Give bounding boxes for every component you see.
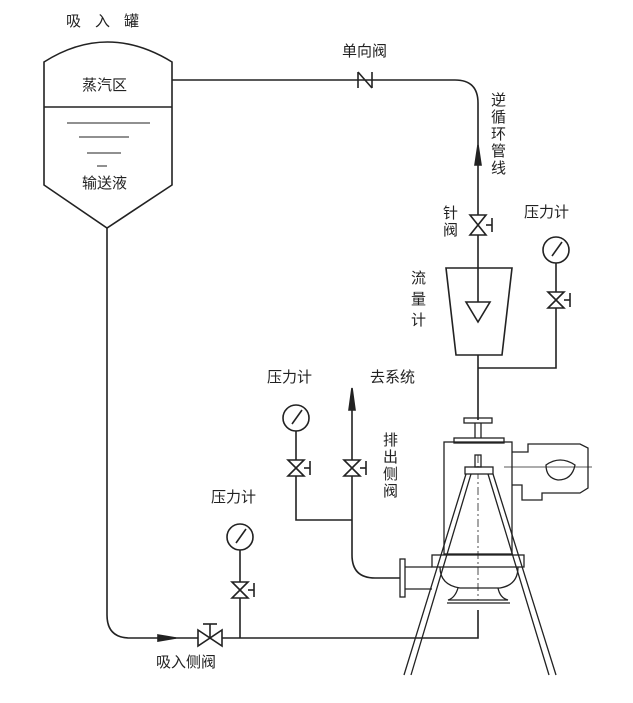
suction-valve: [197, 623, 223, 648]
discharge-valve: [342, 459, 367, 477]
label-needle-valve: 针阀: [441, 205, 459, 239]
check-valve: [357, 71, 373, 89]
gauge-valve-middle: [286, 459, 311, 477]
pump: [399, 417, 592, 676]
pressure-gauge-top: [542, 236, 570, 264]
label-pressure-gauge-top: 压力计: [524, 203, 570, 221]
label-pressure-gauge-middle: 压力计: [267, 368, 313, 386]
suction-pipe: [106, 228, 479, 639]
reverse-circulation-line: [172, 79, 479, 420]
label-check-valve: 单向阀: [342, 42, 388, 60]
pressure-gauge-middle: [282, 404, 310, 432]
reverse-flow-arrow: [474, 144, 482, 166]
label-vapor-zone: 蒸汽区: [82, 76, 128, 94]
label-pressure-gauge-left: 压力计: [211, 488, 257, 506]
label-discharge-valve: 排出侧阀: [381, 432, 399, 500]
flow-meter: [445, 267, 513, 356]
to-system-arrow: [348, 387, 356, 411]
discharge-pipe: [351, 395, 400, 579]
needle-valve: [468, 214, 493, 236]
label-conveyed-liquid: 输送液: [82, 174, 128, 192]
gauge-valve-top: [546, 291, 571, 309]
pressure-gauge-left: [226, 523, 254, 551]
label-reverse-circulation-line: 逆循环管线: [489, 92, 507, 177]
gauge-valve-left: [230, 581, 255, 599]
label-suction-tank: 吸入罐: [66, 12, 154, 30]
label-to-system: 去系统: [370, 368, 416, 386]
label-flow-meter: 流量计: [409, 270, 427, 333]
suction-tank: [43, 41, 173, 229]
suction-arrow: [157, 634, 177, 642]
label-suction-valve: 吸入侧阀: [156, 653, 217, 671]
